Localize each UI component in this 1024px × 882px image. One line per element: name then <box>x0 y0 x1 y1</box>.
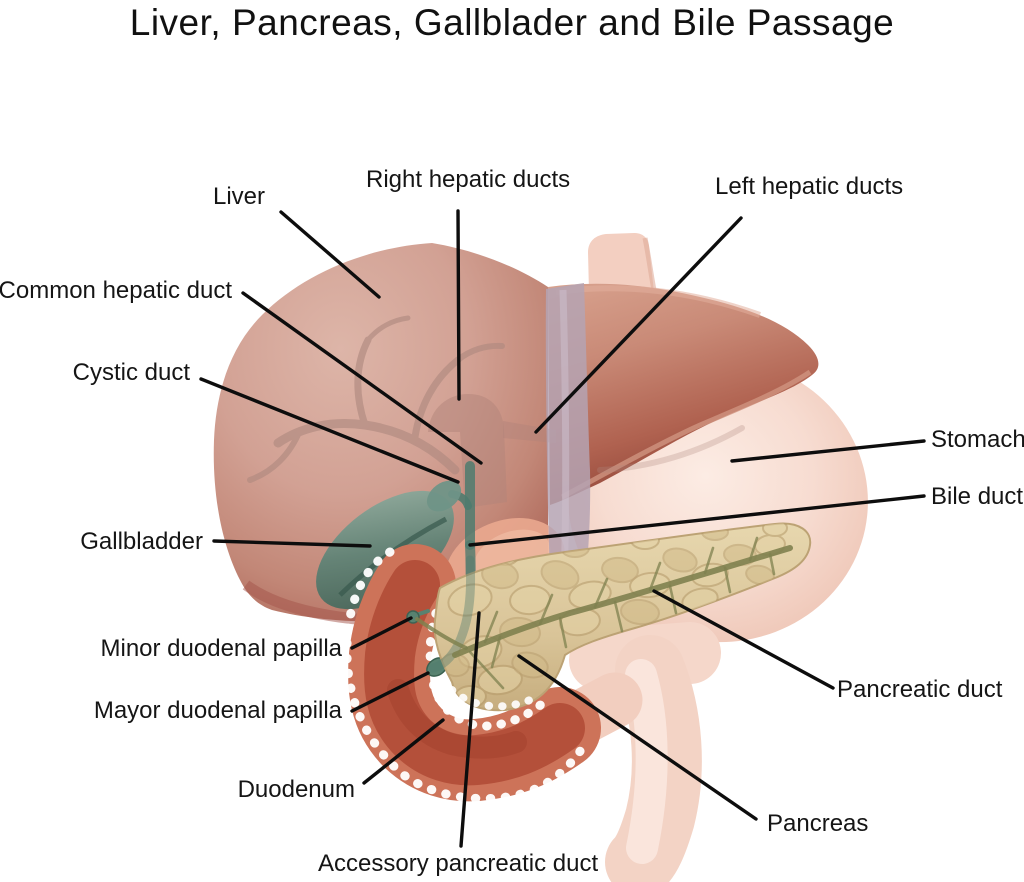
leader-minor-papilla <box>350 616 413 650</box>
leader-stomach <box>730 439 926 463</box>
hepatic-ducts-shape <box>428 394 556 508</box>
label-bile-duct: Bile duct <box>931 483 1024 510</box>
label-right-hepatic-ducts: Right hepatic ducts <box>366 166 571 193</box>
label-cystic-duct: Cystic duct <box>72 359 190 386</box>
label-duodenum: Duodenum <box>237 776 355 803</box>
leader-gallbladder <box>212 539 372 548</box>
label-pancreatic-duct: Pancreatic duct <box>837 676 1003 703</box>
label-left-hepatic-ducts: Left hepatic ducts <box>715 173 904 200</box>
label-liver: Liver <box>212 183 265 210</box>
leader-pancreatic-duct <box>652 589 835 690</box>
leader-mayor-papilla <box>350 671 430 713</box>
duodenum-shape <box>342 544 601 804</box>
label-minor-duodenal-papilla: Minor duodenal papilla <box>100 635 343 662</box>
esophagus-shape <box>588 233 657 296</box>
label-gallbladder: Gallbladder <box>80 528 203 555</box>
pancreatic-duct-shape <box>415 536 793 690</box>
leader-pancreas <box>517 654 758 821</box>
leader-left-hepatic-ducts <box>534 216 743 434</box>
label-pancreas: Pancreas <box>767 810 869 837</box>
diagram-title: Liver, Pancreas, Gallblader and Bile Pas… <box>129 2 895 43</box>
label-accessory-pancreatic-duct: Accessory pancreatic duct <box>318 850 599 877</box>
accessory-pancreatic-duct-shape <box>415 617 468 650</box>
label-mayor-duodenal-papilla: Mayor duodenal papilla <box>93 697 342 724</box>
leader-lines <box>199 209 926 848</box>
leader-liver <box>279 210 381 299</box>
label-common-hepatic-duct: Common hepatic duct <box>0 277 232 304</box>
leader-duodenum <box>362 718 445 785</box>
leader-bile-duct <box>468 494 926 547</box>
leader-accessory-duct <box>459 611 481 848</box>
label-stomach: Stomach <box>931 426 1024 453</box>
leader-cystic-duct <box>199 377 460 484</box>
leader-common-hepatic-duct <box>241 291 483 465</box>
liver-vessels <box>247 315 745 483</box>
leader-right-hepatic-ducts <box>456 209 461 401</box>
